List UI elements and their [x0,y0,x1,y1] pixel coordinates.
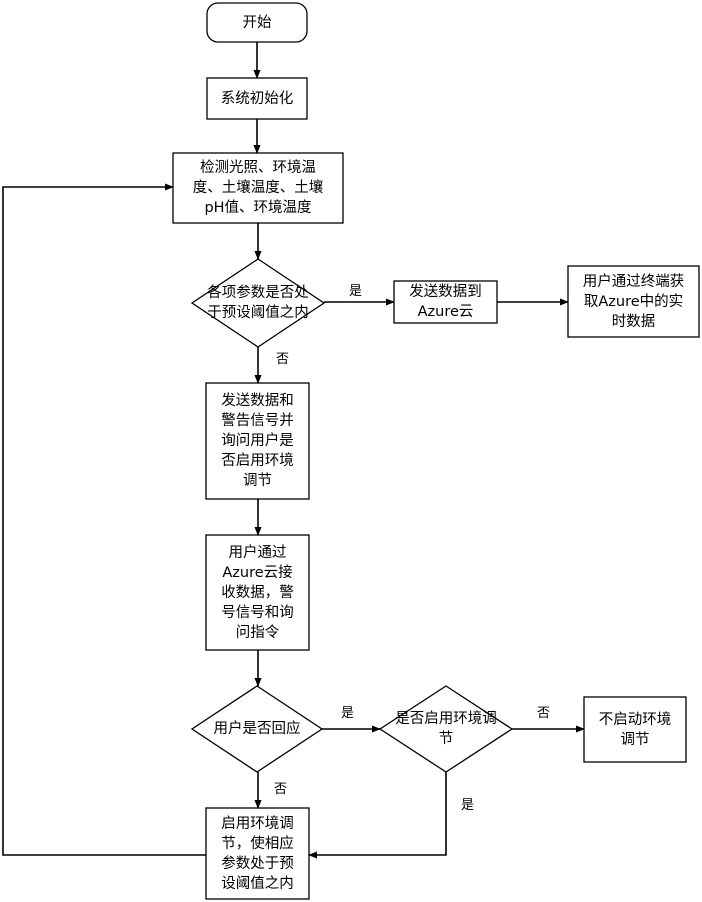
init-label: 系统初始化 [220,90,294,107]
enable-decision-label: 是否启用环境调 节 [395,711,497,747]
send-warning-label: 发送数据和 警告信号并 询问用户是 否启用环境 调节 [221,393,294,489]
arrow-adjust-loop-back [2,183,206,856]
edge-label-respond-no: 否 [274,782,288,797]
arrow-enable-adjust [308,772,447,859]
edge-label-enable-yes: 是 [461,798,475,813]
no-adjust-label: 不启动环境 调节 [598,711,672,748]
edge-label-enable-no: 否 [537,706,551,721]
edge-label-range-no: 否 [276,352,290,367]
detect-label: 检测光照、环境温 度、土壤温度、土壤 pH值、环境温度 [192,160,324,216]
respond-decision-label: 用户是否回应 [213,721,301,737]
adjust-label: 启用环境调 节，使相应 参数处于预 设阈值之内 [221,815,294,892]
user-fetch-label: 用户通过终端获 取Azure中的实 时数据 [582,273,685,330]
range-decision-label: 各项参数是否处 于预设阈值之内 [207,285,309,321]
edge-label-range-yes: 是 [349,284,363,299]
user-receive-box [205,534,310,651]
edge-label-respond-yes: 是 [341,706,355,721]
no-adjust-box [583,696,687,763]
respond-decision [190,685,324,773]
user-receive-label: 用户通过 Azure云接 收数据，警 号信号和询 问指令 [221,544,294,641]
send-warning-box [205,382,310,500]
start-label: 开始 [242,14,272,31]
send-azure-label: 发送数据到 Azure云 [409,284,482,320]
init-box [206,77,308,120]
